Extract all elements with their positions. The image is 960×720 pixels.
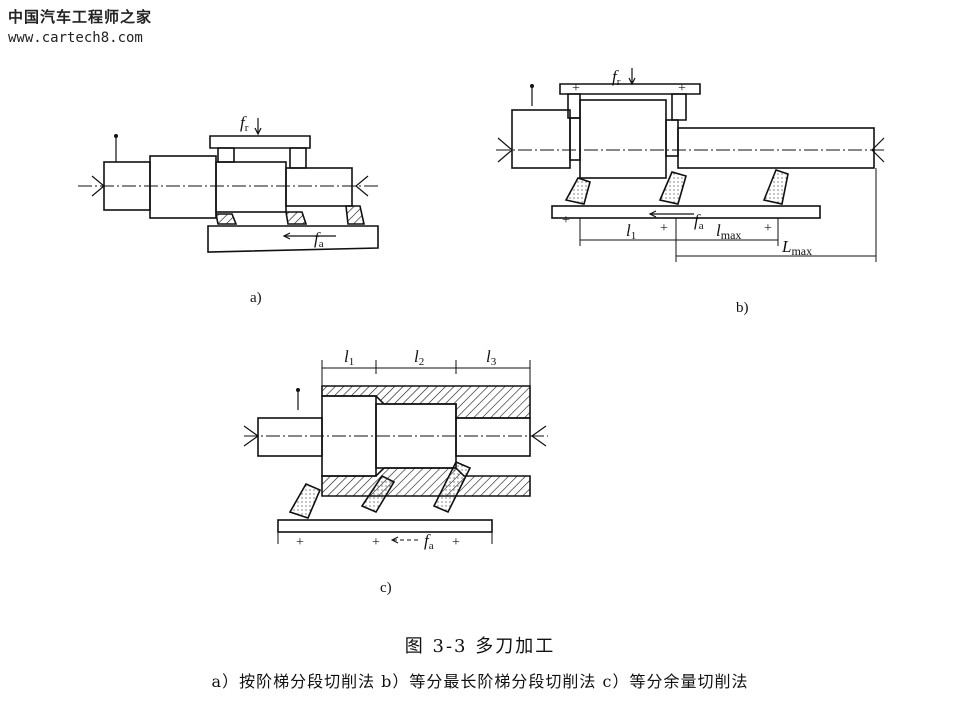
panel-b-tool-1 <box>564 177 591 205</box>
panel-b-shaft-step-3 <box>579 99 667 179</box>
panel-b-plus-bottom-3: + <box>764 221 772 236</box>
panel-c-stock-bottom <box>321 467 531 497</box>
panel-a-upper-tool-post <box>209 135 311 149</box>
watermark-url: www.cartech8.com <box>8 30 143 46</box>
panel-b-plus-top-left: + <box>572 81 580 96</box>
panel-b-lmax-label: lmax <box>716 221 741 242</box>
panel-c-lower-tool-slide <box>277 519 493 533</box>
panel-b-label: b) <box>736 300 749 316</box>
panel-a-fa-label: fa <box>314 229 324 250</box>
panel-b-plus-top-right: + <box>678 81 686 96</box>
panel-c-step-3 <box>455 417 531 457</box>
panel-a-tool-3 <box>345 205 365 225</box>
panel-c-plus-2: + <box>372 535 380 550</box>
panel-b <box>496 68 886 262</box>
panel-c-l3-label: l3 <box>486 347 497 368</box>
panel-b-right-center-mark <box>871 137 885 163</box>
panel-a-shaft-step-4 <box>285 167 353 207</box>
panel-a-lower-tool-slide <box>207 225 379 253</box>
panel-c-shaft-end <box>257 417 323 457</box>
panel-a-tool-2 <box>285 211 308 225</box>
panel-b-fa-label: fa <box>694 211 704 232</box>
panel-b-Lmax-label: Lmax <box>781 237 812 258</box>
multi-tool-machining-diagram: fr fa a) fr + + + <box>78 67 886 596</box>
panel-b-shaft-step-2 <box>569 117 581 161</box>
panel-b-plus-bottom-2: + <box>660 221 668 236</box>
panel-b-shaft-step-5 <box>677 127 875 169</box>
panel-b-tool-3 <box>762 169 789 205</box>
panel-c-plus-1: + <box>296 535 304 550</box>
panel-c-tool-2 <box>360 474 396 514</box>
panel-c-tool-3 <box>432 460 472 514</box>
figure-title: 图 3-3 多刀加工 <box>404 636 556 657</box>
panel-c-stock-top <box>321 385 531 419</box>
panel-a-tool-1 <box>215 213 238 225</box>
panel-a-fr-label: fr <box>240 113 249 134</box>
panel-a-label: a) <box>250 290 262 306</box>
panel-b-lower-tool-slide <box>551 205 821 219</box>
panel-b-shaft-step-4 <box>665 119 679 157</box>
panel-c-right-center-mark <box>530 425 547 447</box>
panel-b-fr-label: fr <box>612 67 621 88</box>
panel-b-plus-bottom-1: + <box>562 213 570 228</box>
panel-a-right-center-mark <box>355 175 369 197</box>
panel-a <box>78 118 379 253</box>
panel-b-tool-2 <box>658 171 687 205</box>
panel-a-shaft-step-2 <box>149 155 217 219</box>
panel-c-l2-label: l2 <box>414 347 424 368</box>
watermark-site-name: 中国汽车工程师之家 <box>8 8 153 26</box>
panel-c-l1-label: l1 <box>344 347 354 368</box>
figure-subtitle: a）按阶梯分段切削法 b）等分最长阶梯分段切削法 c）等分余量切削法 <box>211 672 749 691</box>
panel-b-shaft-step-1 <box>511 109 571 169</box>
panel-c-label: c) <box>380 580 392 596</box>
panel-c-fa-label: fa <box>424 531 434 552</box>
panel-b-l1-label: l1 <box>626 221 636 242</box>
panel-b-upper-tool-post <box>559 83 701 95</box>
panel-c <box>243 360 548 544</box>
panel-a-shaft-step-3 <box>215 161 287 213</box>
panel-c-plus-3: + <box>452 535 460 550</box>
panel-c-tool-1 <box>288 482 322 519</box>
